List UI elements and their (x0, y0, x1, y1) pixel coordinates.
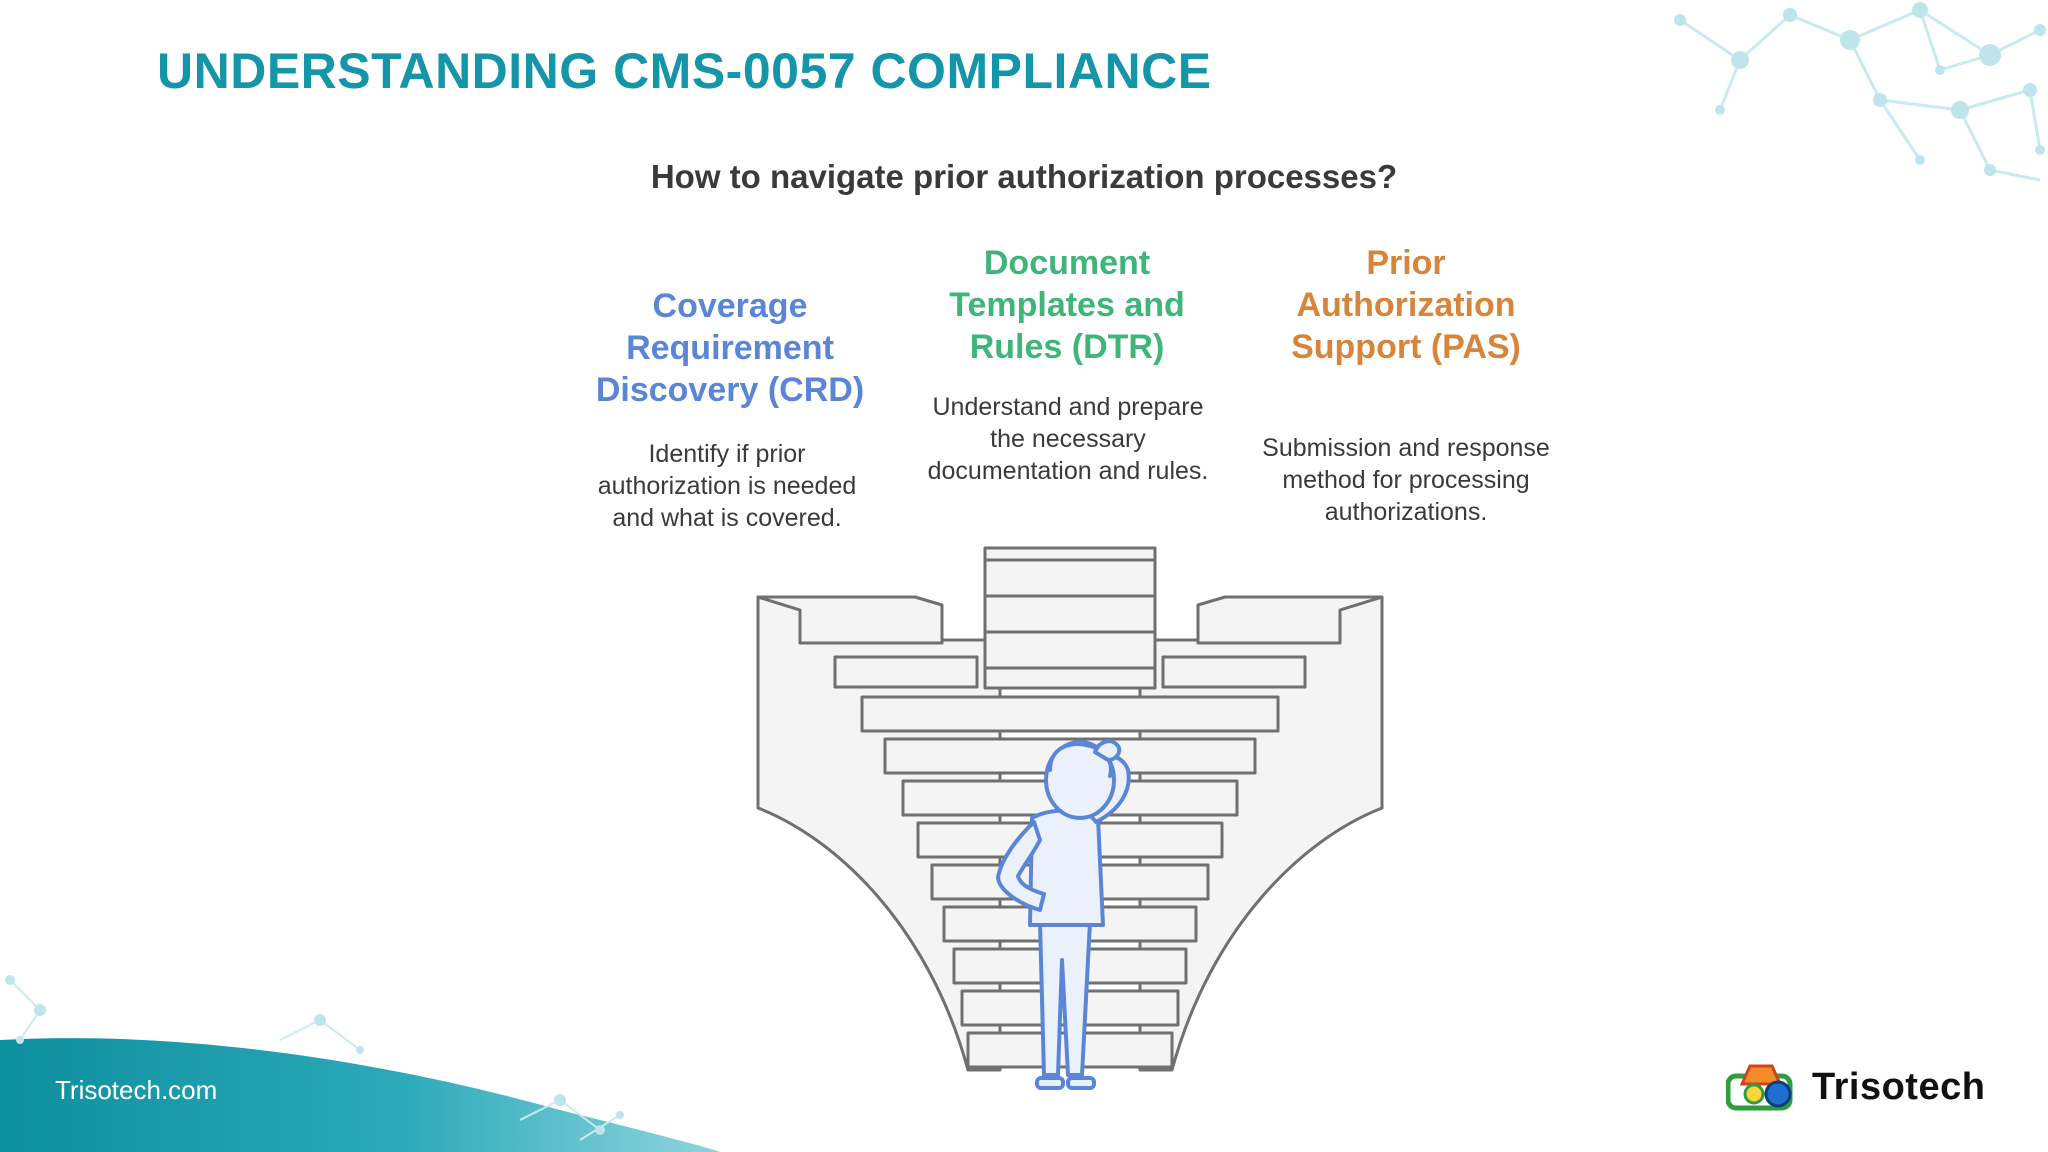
pas-heading: Prior Authorization Support (PAS) (1291, 244, 1521, 366)
diagram-question: How to navigate prior authorization proc… (650, 158, 1398, 195)
logo-text: Trisotech (1812, 1065, 1986, 1108)
trisotech-logo: Trisotech (1726, 1062, 1985, 1112)
dtr-description: Understand and prepare the necessary doc… (927, 393, 1209, 485)
pas-description: Submission and response method for proce… (1262, 434, 1550, 526)
crd-heading: Coverage Requirement Discovery (CRD) (595, 287, 865, 409)
footer-website[interactable]: Trisotech.com (55, 1075, 218, 1105)
dtr-heading: Document Templates and Rules (DTR) (949, 244, 1185, 366)
slide-title: UNDERSTANDING CMS-0057 COMPLIANCE (157, 43, 1212, 99)
confused-person-icon (996, 739, 1131, 1090)
crd-description: Identify if prior authorization is neede… (597, 440, 857, 532)
trisotech-logo-icon (1726, 1064, 1793, 1111)
